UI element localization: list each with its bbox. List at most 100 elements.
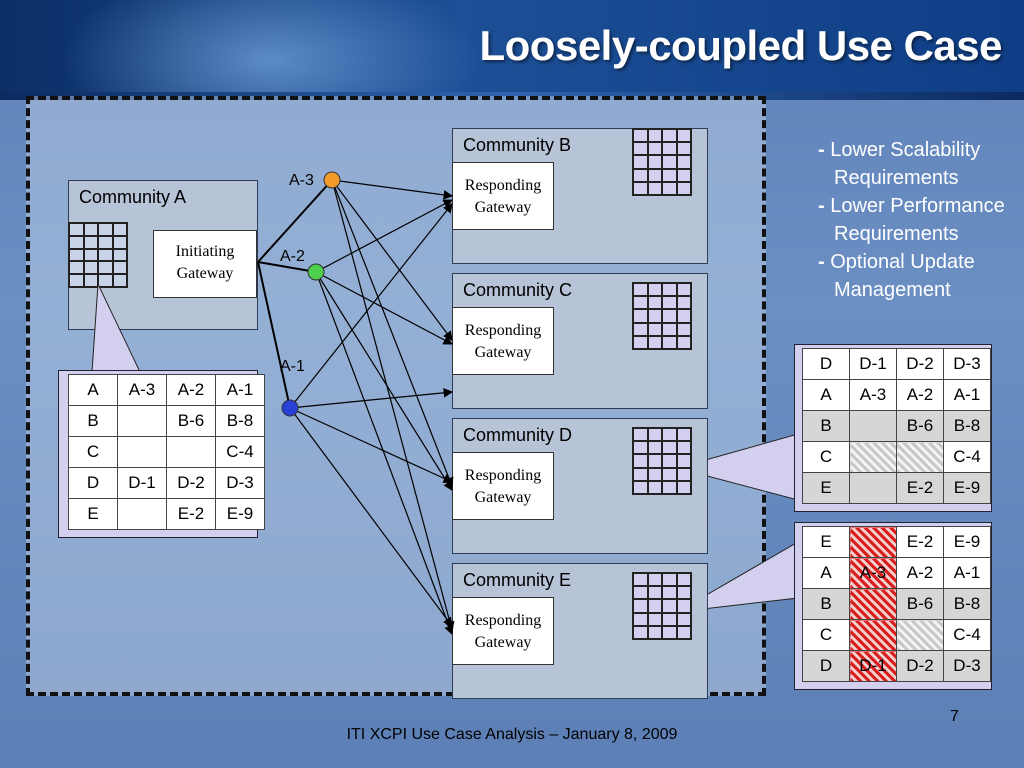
table-cell	[849, 441, 897, 473]
community-b-label: Community B	[463, 135, 572, 155]
responding-gateway-c: Responding Gateway	[452, 307, 554, 375]
table-cell: E	[68, 498, 118, 530]
table-cell: A-3	[117, 374, 167, 406]
gateway-label-line-2: Gateway	[474, 489, 532, 506]
table-cell	[849, 588, 897, 620]
gateway-label-line-1: Responding	[464, 612, 542, 629]
table-cell: A	[802, 557, 850, 589]
table-cell: B	[802, 410, 850, 442]
table-cell: E-2	[166, 498, 216, 530]
bullet-dash: -	[818, 251, 825, 273]
community-e-label: Community E	[463, 570, 572, 590]
table-cell: D-2	[166, 467, 216, 499]
table-cell: B	[68, 405, 118, 437]
table-cell: B-8	[943, 410, 991, 442]
bullet-dash: -	[818, 195, 825, 217]
table-cell: D-3	[943, 348, 991, 380]
community-e-registry-grid	[632, 572, 692, 640]
table-cell: A-2	[896, 557, 944, 589]
table-cell: C	[802, 441, 850, 473]
table-cell: D-1	[117, 467, 167, 499]
table-cell: D-2	[896, 348, 944, 380]
node-a1-label: A-1	[280, 358, 305, 375]
responding-gateway-b: Responding Gateway	[452, 162, 554, 230]
table-cell: E-9	[943, 526, 991, 558]
table-cell	[117, 498, 167, 530]
table-cell	[896, 441, 944, 473]
table-cell	[117, 436, 167, 468]
community-d-registry-grid	[632, 427, 692, 495]
table-cell: E	[802, 472, 850, 504]
table-cell: C	[802, 619, 850, 651]
table-cell: A-3	[849, 379, 897, 411]
bullet-dash: -	[818, 139, 825, 161]
footer-text: ITI XCPI Use Case Analysis – January 8, …	[346, 726, 678, 743]
table-cell: A-2	[896, 379, 944, 411]
table-cell: D-1	[849, 650, 897, 682]
bullet-item: - Optional Update Management	[800, 248, 1020, 304]
table-cell: E-2	[896, 472, 944, 504]
gateway-label-line-1: Initiating	[175, 243, 235, 260]
table-cell	[849, 526, 897, 558]
node-a2-label: A-2	[280, 248, 305, 265]
table-cell: B-6	[896, 588, 944, 620]
community-a-registry-grid	[68, 222, 128, 288]
table-cell: A	[68, 374, 118, 406]
table-cell	[896, 619, 944, 651]
table-cell: D-1	[849, 348, 897, 380]
title-banner: Loosely-coupled Use Case	[0, 0, 1024, 100]
community-c-label: Community C	[463, 280, 573, 300]
table-cell: B-6	[896, 410, 944, 442]
table-row: C C-4	[802, 619, 991, 651]
table-cell: C-4	[215, 436, 265, 468]
community-d-label: Community D	[463, 425, 573, 445]
table-cell	[117, 405, 167, 437]
table-cell: D-3	[215, 467, 265, 499]
gateway-label-line-2: Gateway	[474, 199, 532, 216]
table-cell: B-6	[166, 405, 216, 437]
gateway-label-line-1: Responding	[464, 177, 542, 194]
table-cell: C-4	[943, 619, 991, 651]
table-cell	[849, 619, 897, 651]
table-cell	[849, 410, 897, 442]
gateway-label-line-2: Gateway	[474, 344, 532, 361]
bullet-text: Lower Performance Requirements	[830, 195, 1005, 245]
table-cell	[849, 472, 897, 504]
table-cell: E	[802, 526, 850, 558]
bullet-item: - Lower Scalability Requirements	[800, 136, 1020, 192]
table-cell: D	[68, 467, 118, 499]
table-cell: C	[68, 436, 118, 468]
table-cell	[166, 436, 216, 468]
table-cell: A-1	[215, 374, 265, 406]
banner-glow	[60, 0, 480, 100]
gateway-label-line-2: Gateway	[474, 634, 532, 651]
community-c-registry-grid	[632, 282, 692, 350]
table-cell: A-1	[943, 379, 991, 411]
gateway-label-line-1: Responding	[464, 322, 542, 339]
table-row: C C-4	[68, 436, 265, 468]
bullet-text: Optional Update Management	[830, 251, 975, 301]
gateway-label-line-1: Responding	[464, 467, 542, 484]
table-cell: D-2	[896, 650, 944, 682]
community-b-registry-grid	[632, 128, 692, 196]
community-a-label: Community A	[79, 187, 187, 207]
responding-gateway-e: Responding Gateway	[452, 597, 554, 665]
table-cell: A-2	[166, 374, 216, 406]
table-cell: B-8	[215, 405, 265, 437]
initiating-gateway: Initiating Gateway	[153, 230, 257, 298]
table-cell: D-3	[943, 650, 991, 682]
table-cell: A	[802, 379, 850, 411]
table-cell: D	[802, 348, 850, 380]
table-cell: A-1	[943, 557, 991, 589]
